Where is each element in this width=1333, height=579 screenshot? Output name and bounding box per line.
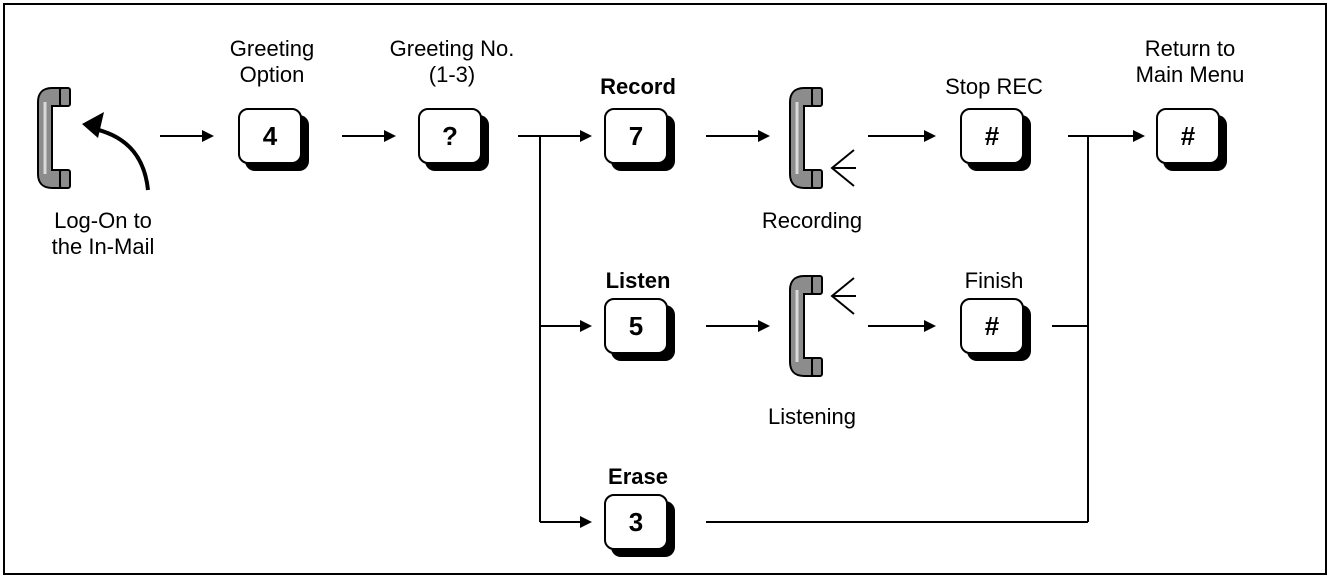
stop-rec-label: Stop REC: [945, 74, 1043, 99]
erase-label: Erase: [608, 464, 668, 489]
recording-label: Recording: [761, 208, 863, 233]
diagram-frame: [3, 3, 1327, 575]
stop-rec-key: #: [960, 108, 1031, 171]
greeting-no-key: ?: [418, 108, 489, 171]
erase-key: 3: [604, 494, 675, 557]
greeting-no-label: Greeting No.(1-3): [389, 36, 515, 87]
listen-key: 5: [604, 298, 675, 361]
handset-listening-icon: [788, 274, 856, 378]
finish-label: Finish: [964, 268, 1024, 293]
return-main-key: #: [1156, 108, 1227, 171]
handset-recording-icon: [788, 86, 856, 190]
record-label: Record: [600, 74, 676, 99]
listening-label: Listening: [767, 404, 857, 429]
record-key: 7: [604, 108, 675, 171]
listen-label: Listen: [605, 268, 671, 293]
handset-icon: [36, 86, 72, 190]
greeting-option-key: 4: [238, 108, 309, 171]
curved-arrow-icon: [89, 126, 150, 191]
finish-key: #: [960, 298, 1031, 361]
